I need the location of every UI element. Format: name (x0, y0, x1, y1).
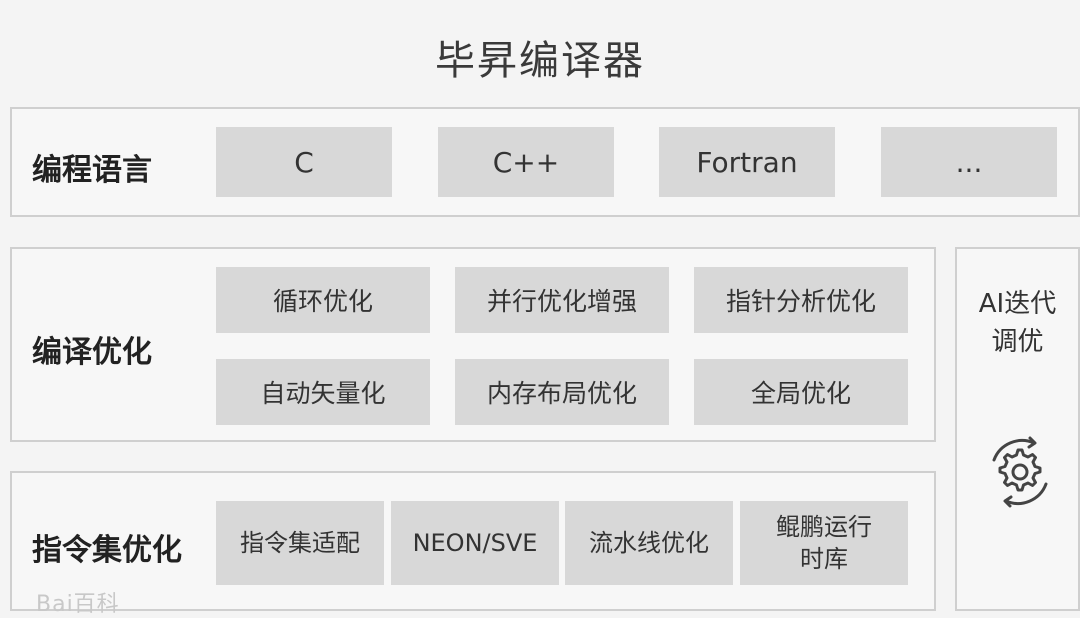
isa-opt-label: 指令集优化 (32, 533, 182, 568)
opt-pointer: 指针分析优化 (694, 267, 908, 333)
languages-panel: 编程语言 C C++ Fortran ... (10, 107, 1080, 217)
isa-adapt: 指令集适配 (216, 501, 384, 585)
compile-opt-label: 编译优化 (32, 335, 152, 370)
opt-memory-layout: 内存布局优化 (455, 359, 669, 425)
language-fortran: Fortran (659, 127, 835, 197)
language-cpp: C++ (438, 127, 614, 197)
isa-kunpeng-runtime: 鲲鹏运行 时库 (740, 501, 908, 585)
ai-line1: AI迭代 (978, 289, 1057, 319)
isa-neon-sve: NEON/SVE (391, 501, 559, 585)
opt-vectorize: 自动矢量化 (216, 359, 430, 425)
gear-cycle-icon (992, 436, 1048, 508)
ai-tuning-panel (955, 247, 1080, 611)
language-c: C (216, 127, 392, 197)
ai-line2: 调优 (991, 326, 1044, 357)
opt-global: 全局优化 (694, 359, 908, 425)
opt-loop: 循环优化 (216, 267, 430, 333)
isa-opt-panel: 指令集优化 指令集适配 NEON/SVE 流水线优化 鲲鹏运行 时库 (10, 471, 936, 611)
diagram-title: 毕昇编译器 (435, 38, 645, 84)
watermark: Bai百科 (36, 592, 120, 617)
isa-kunpeng-runtime-text: 鲲鹏运行 时库 (776, 512, 872, 573)
isa-pipeline: 流水线优化 (565, 501, 733, 585)
compile-opt-panel: 编译优化 循环优化 并行优化增强 指针分析优化 自动矢量化 内存布局优化 全局优… (10, 247, 936, 442)
language-more: ... (881, 127, 1057, 197)
ai-tuning-text: AI迭代 调优 (955, 0, 1080, 615)
opt-parallel: 并行优化增强 (455, 267, 669, 333)
languages-label: 编程语言 (32, 153, 152, 188)
